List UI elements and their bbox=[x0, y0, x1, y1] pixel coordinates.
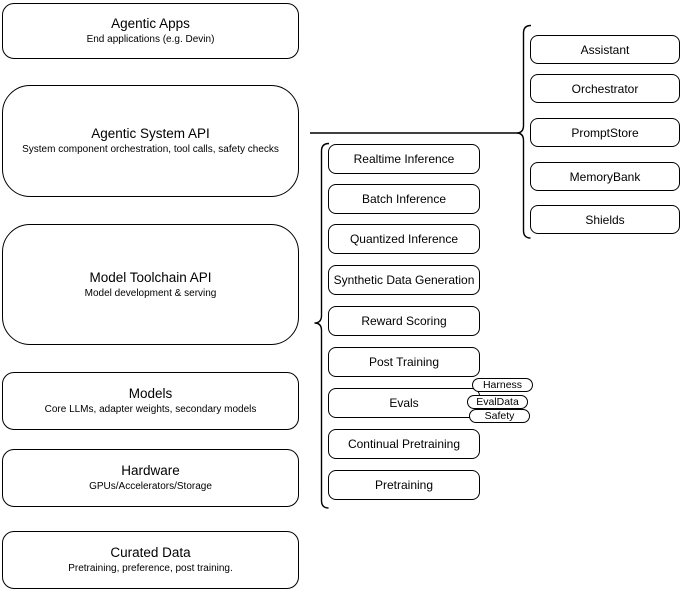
node-evals: Evals bbox=[328, 388, 480, 418]
node-assistant: Assistant bbox=[530, 35, 680, 64]
node-subtitle: End applications (e.g. Devin) bbox=[86, 34, 215, 45]
node-subtitle: GPUs/Accelerators/Storage bbox=[89, 481, 212, 492]
node-label: PromptStore bbox=[571, 125, 639, 140]
node-models: Models Core LLMs, adapter weights, secon… bbox=[2, 372, 299, 430]
node-memorybank: MemoryBank bbox=[530, 162, 680, 191]
node-subtitle: System component orchestration, tool cal… bbox=[22, 144, 279, 155]
node-realtime-inference: Realtime Inference bbox=[328, 144, 480, 174]
node-label: Assistant bbox=[580, 42, 630, 57]
node-label: Reward Scoring bbox=[361, 314, 447, 328]
node-subtitle: Model development & serving bbox=[84, 287, 217, 299]
node-orchestrator: Orchestrator bbox=[530, 74, 680, 103]
node-shields: Shields bbox=[530, 205, 680, 234]
node-curated-data: Curated Data Pretraining, preference, po… bbox=[2, 531, 299, 589]
system-column-brace bbox=[516, 24, 532, 239]
node-title: Models bbox=[128, 386, 173, 401]
node-agentic-apps: Agentic Apps End applications (e.g. Devi… bbox=[2, 3, 299, 59]
node-model-toolchain-api: Model Toolchain API Model development & … bbox=[2, 224, 299, 345]
node-title: Agentic System API bbox=[91, 126, 210, 141]
node-label: Batch Inference bbox=[361, 192, 447, 206]
node-quantized-inference: Quantized Inference bbox=[328, 224, 480, 254]
node-reward-scoring: Reward Scoring bbox=[328, 306, 480, 336]
tag-label: Harness bbox=[482, 379, 523, 391]
tag-label: Safety bbox=[484, 410, 515, 422]
node-synthetic-data-generation: Synthetic Data Generation bbox=[328, 265, 480, 295]
node-label: Orchestrator bbox=[571, 81, 639, 96]
tag-harness: Harness bbox=[472, 378, 533, 392]
node-title: Agentic Apps bbox=[111, 16, 190, 31]
node-label: Evals bbox=[389, 396, 419, 410]
toolchain-column-brace bbox=[314, 142, 330, 509]
node-hardware: Hardware GPUs/Accelerators/Storage bbox=[2, 449, 299, 507]
node-label: Continual Pretraining bbox=[347, 437, 461, 451]
node-title: Curated Data bbox=[110, 545, 191, 560]
tag-label: EvalData bbox=[476, 396, 519, 408]
node-post-training: Post Training bbox=[328, 347, 480, 377]
node-agentic-system-api: Agentic System API System component orch… bbox=[2, 85, 299, 197]
node-subtitle: Core LLMs, adapter weights, secondary mo… bbox=[44, 404, 257, 415]
node-label: Realtime Inference bbox=[353, 152, 455, 166]
node-pretraining: Pretraining bbox=[328, 470, 480, 500]
node-label: MemoryBank bbox=[569, 169, 641, 184]
node-subtitle: Pretraining, preference, post training. bbox=[68, 563, 233, 574]
node-label: Pretraining bbox=[374, 478, 434, 492]
node-title: Model Toolchain API bbox=[89, 269, 212, 285]
tag-safety: Safety bbox=[469, 409, 530, 423]
node-batch-inference: Batch Inference bbox=[328, 184, 480, 214]
node-title: Hardware bbox=[121, 463, 180, 478]
tag-evaldata: EvalData bbox=[467, 395, 528, 409]
node-label: Synthetic Data Generation bbox=[333, 273, 475, 287]
node-continual-pretraining: Continual Pretraining bbox=[328, 429, 480, 459]
node-label: Shields bbox=[585, 212, 625, 227]
node-label: Quantized Inference bbox=[349, 232, 459, 246]
node-promptstore: PromptStore bbox=[530, 118, 680, 147]
node-label: Post Training bbox=[368, 355, 440, 369]
